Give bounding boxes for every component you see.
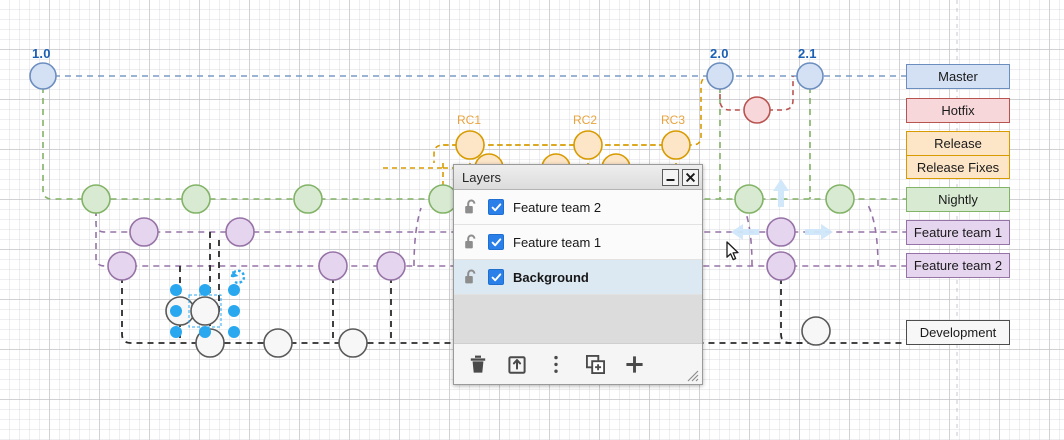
mouse-cursor-icon bbox=[726, 241, 739, 261]
node-hotfix bbox=[743, 96, 771, 124]
layer-row[interactable]: Background bbox=[454, 260, 702, 295]
node-nightly-3 bbox=[293, 184, 323, 214]
node-release-rc2 bbox=[573, 130, 603, 160]
node-nightly-2 bbox=[181, 184, 211, 214]
layer-name: Background bbox=[513, 269, 589, 285]
legend-label: Development bbox=[919, 325, 997, 340]
duplicate-icon[interactable] bbox=[584, 353, 606, 375]
handle-se bbox=[228, 326, 240, 338]
hover-arrow-right bbox=[805, 224, 833, 240]
unlock-icon[interactable] bbox=[464, 234, 479, 250]
legend-label: Release Fixes bbox=[916, 159, 1000, 175]
node-release-rc1 bbox=[455, 130, 485, 160]
handle-ne bbox=[228, 284, 240, 296]
layers-titlebar[interactable]: Layers bbox=[454, 165, 702, 190]
node-dev-4 bbox=[263, 328, 293, 358]
node-release-rc3 bbox=[661, 130, 691, 160]
handle-w bbox=[170, 305, 182, 317]
move-to-icon[interactable] bbox=[506, 353, 528, 375]
node-ft1-3 bbox=[766, 217, 796, 247]
trash-icon[interactable] bbox=[467, 353, 489, 375]
node-master-1.0 bbox=[29, 62, 57, 90]
legend-label: Feature team 2 bbox=[913, 258, 1003, 273]
legend-nightly[interactable]: Nightly bbox=[906, 187, 1010, 212]
hover-arrow-left bbox=[731, 224, 759, 240]
version-label-2-0: 2.0 bbox=[710, 46, 729, 61]
legend-master[interactable]: Master bbox=[906, 64, 1010, 89]
layer-visibility-checkbox[interactable] bbox=[488, 269, 504, 285]
legend-feature-team-1[interactable]: Feature team 1 bbox=[906, 220, 1010, 245]
more-icon[interactable] bbox=[545, 353, 567, 375]
legend-release-fixes[interactable]: Release Fixes bbox=[906, 155, 1010, 179]
node-dev-2-selected bbox=[190, 296, 220, 326]
node-master-2.0 bbox=[706, 62, 734, 90]
layer-row[interactable]: Feature team 1 bbox=[454, 225, 702, 260]
handle-nw bbox=[170, 284, 182, 296]
node-ft2-1 bbox=[107, 251, 137, 281]
node-dev-5 bbox=[338, 328, 368, 358]
layer-visibility-checkbox[interactable] bbox=[488, 234, 504, 250]
layer-name: Feature team 1 bbox=[513, 234, 602, 250]
legend-hotfix[interactable]: Hotfix bbox=[906, 98, 1010, 123]
legend-label: Feature team 1 bbox=[913, 225, 1003, 240]
version-label-2-1: 2.1 bbox=[798, 46, 817, 61]
unlock-icon[interactable] bbox=[464, 199, 479, 215]
node-dev-6 bbox=[801, 316, 831, 346]
node-ft1-1 bbox=[129, 217, 159, 247]
node-ft2-4 bbox=[376, 251, 406, 281]
selection-handles bbox=[170, 284, 240, 338]
node-ft2-3 bbox=[318, 251, 348, 281]
node-master-2.1 bbox=[796, 62, 824, 90]
add-icon[interactable] bbox=[623, 353, 645, 375]
legend-label: Master bbox=[938, 69, 978, 84]
legend-development[interactable]: Development bbox=[906, 320, 1010, 345]
rotate-icon bbox=[230, 269, 246, 284]
layer-visibility-checkbox[interactable] bbox=[488, 199, 504, 215]
handle-n bbox=[199, 284, 211, 296]
node-nightly-1 bbox=[81, 184, 111, 214]
handle-s bbox=[199, 326, 211, 338]
unlock-icon[interactable] bbox=[464, 269, 479, 285]
legend-label: Hotfix bbox=[941, 103, 975, 118]
handle-sw bbox=[170, 326, 182, 338]
layers-list[interactable]: Feature team 2 Feature team 1 bbox=[454, 190, 702, 343]
version-label-1-0: 1.0 bbox=[32, 46, 51, 61]
legend-label: Release bbox=[934, 136, 982, 151]
layers-title: Layers bbox=[462, 169, 502, 185]
rc-label-rc3: RC3 bbox=[661, 113, 686, 127]
minimize-icon[interactable] bbox=[662, 168, 679, 186]
layers-dialog[interactable]: Layers Feature team 2 bbox=[453, 164, 703, 385]
legend-label: Nightly bbox=[938, 192, 978, 207]
handle-e bbox=[228, 305, 240, 317]
layer-name: Feature team 2 bbox=[513, 199, 602, 215]
node-nightly-6 bbox=[825, 184, 855, 214]
legend-release[interactable]: Release bbox=[906, 131, 1010, 155]
layer-row[interactable]: Feature team 2 bbox=[454, 190, 702, 225]
rc-label-rc2: RC2 bbox=[573, 113, 598, 127]
node-nightly-5 bbox=[734, 184, 764, 214]
hover-arrow-up bbox=[773, 179, 789, 207]
close-icon[interactable] bbox=[682, 168, 699, 186]
node-ft2-2 bbox=[766, 251, 796, 281]
layers-toolbar[interactable] bbox=[454, 343, 702, 384]
resize-grip[interactable] bbox=[687, 370, 699, 382]
node-ft1-2 bbox=[225, 217, 255, 247]
legend-feature-team-2[interactable]: Feature team 2 bbox=[906, 253, 1010, 278]
rc-label-rc1: RC1 bbox=[457, 113, 482, 127]
